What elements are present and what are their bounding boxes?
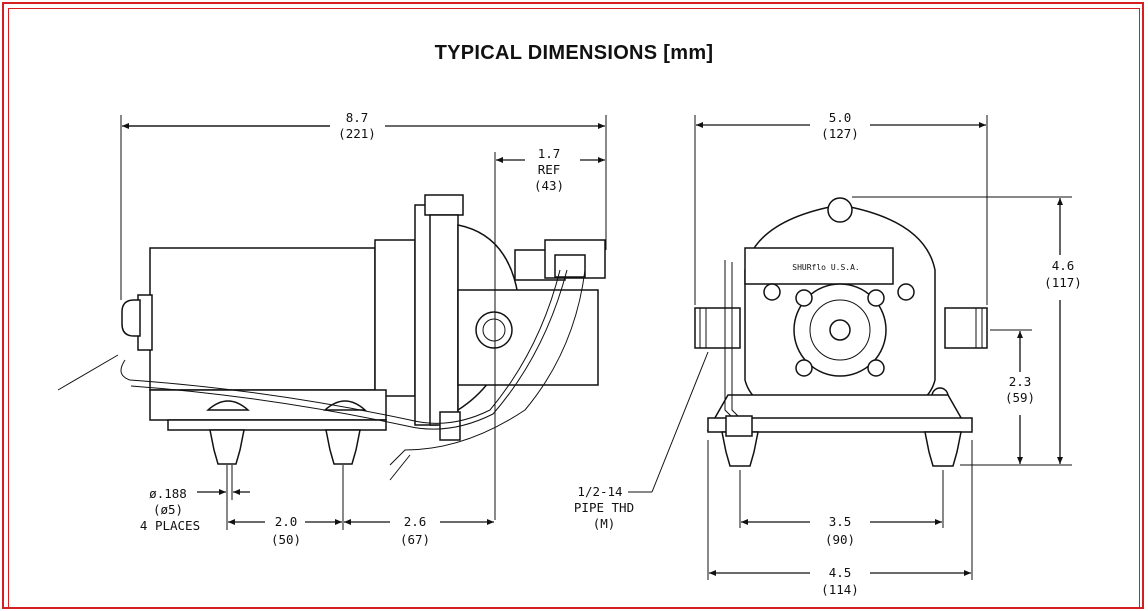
length-in: 8.7: [346, 110, 369, 125]
height-in: 4.6: [1052, 258, 1075, 273]
mount-spacing-in: 3.5: [829, 514, 852, 529]
diagram-title: TYPICAL DIMENSIONS [mm]: [434, 42, 714, 64]
hole-note: 4 PLACES: [140, 518, 200, 533]
thread-size: 1/2-14: [577, 484, 622, 499]
thread-gender: (M): [593, 516, 616, 531]
rubber-foot: [924, 431, 962, 467]
width-top-mm: (127): [821, 126, 859, 141]
motor-body: [149, 247, 376, 391]
length-mm: (221): [338, 126, 376, 141]
height-mm: (117): [1044, 275, 1082, 290]
port-height-mm: (59): [1005, 390, 1035, 405]
outlet-port-front: [944, 307, 988, 349]
label-plate-text: SHURflo U.S.A.: [792, 263, 859, 272]
rubber-foot: [721, 431, 759, 467]
front-view: SHURflo U.S.A. 5.0 (127) 4: [574, 110, 1082, 597]
base-width-in: 4.5: [829, 565, 852, 580]
inlet-port: [694, 307, 741, 349]
spacing-a-in: 2.0: [275, 514, 298, 529]
ref-in: 1.7: [538, 146, 561, 161]
outlet-port: [475, 311, 513, 349]
width-top-in: 5.0: [829, 110, 852, 125]
label-plate: [744, 247, 894, 285]
spacing-a-mm: (50): [271, 532, 301, 547]
mount-spacing-mm: (90): [825, 532, 855, 547]
rubber-foot: [325, 429, 361, 465]
ref-mm: (43): [534, 178, 564, 193]
side-view: 8.7 (221) 1.7 REF (43) ø.188 (ø5) 4 PLAC…: [57, 110, 607, 547]
ref-label: REF: [538, 162, 561, 177]
spacing-b-mm: (67): [400, 532, 430, 547]
thread-type: PIPE THD: [574, 500, 634, 515]
hole-mm: (ø5): [153, 502, 183, 517]
port-height-in: 2.3: [1009, 374, 1032, 389]
rubber-foot: [209, 429, 245, 465]
spacing-b-in: 2.6: [404, 514, 427, 529]
hole-in: ø.188: [149, 486, 187, 501]
inner-frame: [8, 8, 1140, 608]
base-width-mm: (114): [821, 582, 859, 597]
